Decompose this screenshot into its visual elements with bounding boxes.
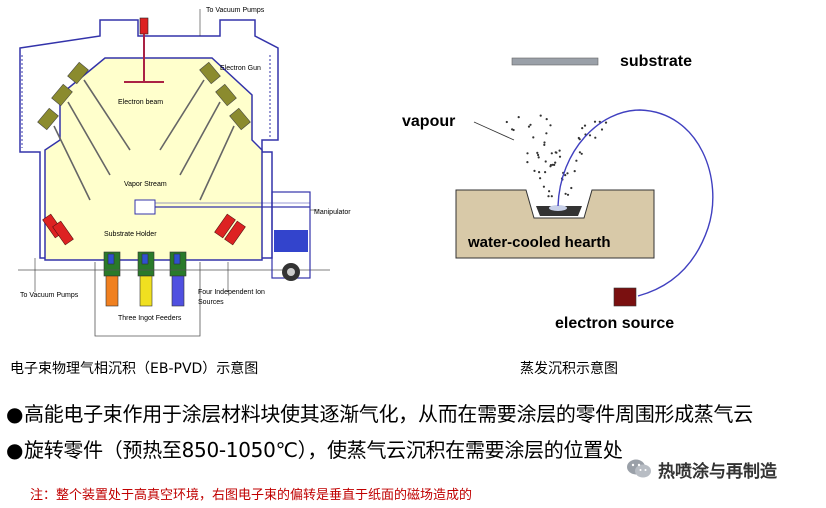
label-electron-beam: Electron beam <box>118 99 163 106</box>
vapour-particle <box>593 120 597 123</box>
vapour-particle <box>575 159 578 162</box>
vapour-particle <box>578 151 582 154</box>
vapour-particle <box>543 143 546 146</box>
label-vacuum-bottom: To Vacuum Pumps <box>20 292 79 299</box>
beam-spot <box>549 205 567 211</box>
vapour-particle <box>526 152 529 155</box>
vapour-particle <box>577 136 580 140</box>
molten-pool <box>536 206 582 216</box>
vapour-particle <box>580 152 583 155</box>
right-caption: 蒸发沉积示意图 <box>520 361 618 377</box>
vapour-particle <box>537 156 540 159</box>
vapour-particle <box>544 160 547 163</box>
label-electron-source: electron source <box>555 315 674 332</box>
label-substrate-holder: Substrate Holder <box>104 231 157 238</box>
footnote: 注：整个装置处于高真空环境，右图电子束的偏转是垂直于纸面的磁场造成的 <box>30 488 473 503</box>
brand-watermark: 热喷涂与再制造 <box>626 454 777 484</box>
label-ingot-feeders: Three Ingot Feeders <box>118 315 182 322</box>
vapour-particle <box>581 127 584 130</box>
figure-area: To Vacuum Pumps Electron Gun Electron be… <box>18 7 714 337</box>
electron-source-block <box>613 287 637 307</box>
vapour-particle <box>548 190 551 193</box>
label-substrate: substrate <box>620 53 692 70</box>
vapour-particle <box>554 151 557 154</box>
label-vacuum-top: To Vacuum Pumps <box>206 7 265 14</box>
feeder-frame <box>94 262 201 337</box>
vapour-particle <box>566 193 570 196</box>
vapour-particle <box>570 186 573 190</box>
label-ion-sources: Four Independent Ion <box>198 289 265 296</box>
vapour-particle <box>545 118 548 121</box>
vapour-particle <box>510 128 514 131</box>
vapour-particle <box>505 120 508 124</box>
vapour-particles <box>505 114 608 198</box>
ingot-feeders <box>103 251 187 307</box>
vapour-particle <box>542 185 546 188</box>
water-cooled-hearth <box>455 189 655 259</box>
substrate-plate <box>511 57 599 66</box>
brand-name: 热喷涂与再制造 <box>658 461 777 482</box>
electron-guns <box>37 61 251 131</box>
vapour-particle <box>604 121 608 124</box>
bullet-text: 旋转零件（预热至850-1050℃），使蒸气云沉积在需要涂层的位置处 <box>24 438 623 462</box>
vapour-particle <box>536 151 539 154</box>
vapour-particle <box>566 172 569 175</box>
bullet-text: 高能电子束作用于涂层材料块使其逐渐气化，从而在需要涂层的零件周围形成蒸气云 <box>24 402 753 426</box>
vapour-particle <box>547 195 550 198</box>
vapour-particle <box>551 163 554 166</box>
eb-pvd-diagram: To Vacuum Pumps Electron Gun Electron be… <box>18 7 351 337</box>
vapour-particle <box>532 136 535 139</box>
ion-sources <box>42 213 246 246</box>
label-vapour: vapour <box>402 113 455 130</box>
evaporation-diagram: substrate vapour water-cooled hearth ele… <box>402 53 714 332</box>
gun-beams <box>53 79 235 201</box>
wechat-icon <box>627 459 651 478</box>
vapour-leader <box>473 121 515 141</box>
vapour-particle <box>588 134 592 137</box>
vapour-particle <box>564 192 567 195</box>
vapour-particle <box>517 116 520 119</box>
vapour-particle <box>558 155 562 158</box>
bullet-item-2: ●旋转零件（预热至850-1050℃），使蒸气云沉积在需要涂层的位置处 <box>6 434 623 463</box>
label-vapor-stream: Vapor Stream <box>124 181 167 188</box>
electron-beam <box>557 109 714 297</box>
vapour-particle <box>553 163 556 166</box>
vapour-particle <box>537 153 540 157</box>
vapour-particle <box>573 170 576 173</box>
vapour-particle <box>550 195 553 198</box>
chamber-wall-hatch <box>21 55 271 148</box>
vacuum-chamber <box>44 57 263 261</box>
vapour-particle <box>529 123 532 126</box>
vapour-particle <box>526 161 529 164</box>
label-ion-sources-2: Sources <box>198 299 224 306</box>
label-manipulator: Manipulator <box>314 209 351 216</box>
vapour-particle <box>549 165 552 168</box>
left-caption: 电子束物理气相沉积（EB-PVD）示意图 <box>10 361 259 377</box>
vapour-particle <box>545 132 548 135</box>
chamber-housing <box>19 19 279 259</box>
vapour-particle <box>538 171 541 174</box>
vapour-particle <box>533 169 536 172</box>
vapour-particle <box>564 174 567 177</box>
bullet-item-1: ●高能电子束作用于涂层材料块使其逐渐气化，从而在需要涂层的零件周围形成蒸气云 <box>6 398 753 427</box>
vapour-particle <box>550 152 553 155</box>
vapour-particle <box>600 128 604 131</box>
vapour-particle <box>539 114 542 117</box>
vapour-particle <box>558 149 561 152</box>
vapour-particle <box>543 141 546 144</box>
manipulator-block <box>274 230 308 252</box>
vapour-particle <box>544 171 547 174</box>
vapour-particle <box>594 136 597 139</box>
vapour-particle <box>527 125 531 128</box>
label-hearth: water-cooled hearth <box>467 234 611 251</box>
vapour-particle <box>549 124 552 127</box>
vapour-particle <box>539 177 542 180</box>
label-electron-gun: Electron Gun <box>220 65 261 72</box>
vapour-particle <box>583 124 587 127</box>
vapour-particle <box>554 161 557 164</box>
substrate-holder <box>134 199 156 215</box>
bullet-marker: ● <box>6 438 24 462</box>
bullet-marker: ● <box>6 402 24 426</box>
top-vacuum-port <box>139 17 149 35</box>
